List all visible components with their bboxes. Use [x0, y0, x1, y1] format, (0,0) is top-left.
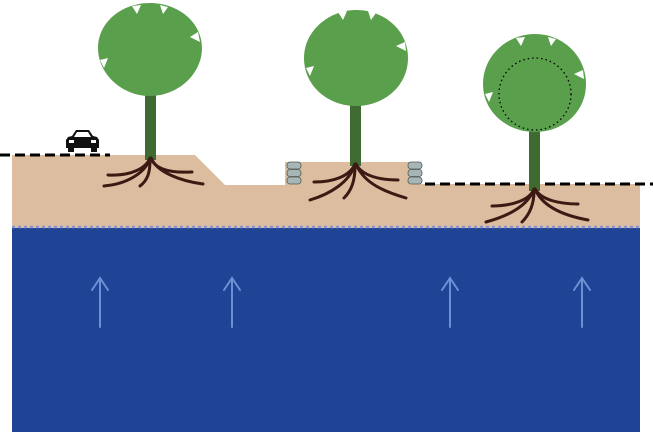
up-arrow-icon: [573, 276, 591, 328]
up-arrow-icon: [441, 276, 459, 328]
tree-trunk: [529, 125, 540, 191]
root-zone-marker: [498, 57, 572, 131]
tree-canopy: [304, 10, 408, 106]
sandbag-stack-left: [286, 161, 302, 185]
tree-trunk: [350, 102, 361, 166]
sandbag-stack-icon: [286, 161, 302, 170]
tree-roots: [484, 187, 590, 224]
tree-raised-bed: [98, 3, 205, 188]
tree-roots: [308, 162, 408, 202]
up-arrow-icon: [91, 276, 109, 328]
tree-canopy: [98, 3, 202, 96]
groundwater-body: [12, 228, 640, 432]
sandbag-stack-icon: [407, 161, 423, 170]
up-arrow-icon: [223, 276, 241, 328]
tree-level-ground: [483, 34, 590, 224]
tree-sunken-bed: [304, 10, 408, 202]
tree-trunk: [145, 92, 156, 160]
up-arrows: [91, 276, 591, 328]
tree-canopy: [483, 34, 586, 132]
tree-roots: [102, 156, 205, 188]
sandbag-stack-right: [407, 161, 423, 185]
car-icon: [66, 130, 99, 152]
